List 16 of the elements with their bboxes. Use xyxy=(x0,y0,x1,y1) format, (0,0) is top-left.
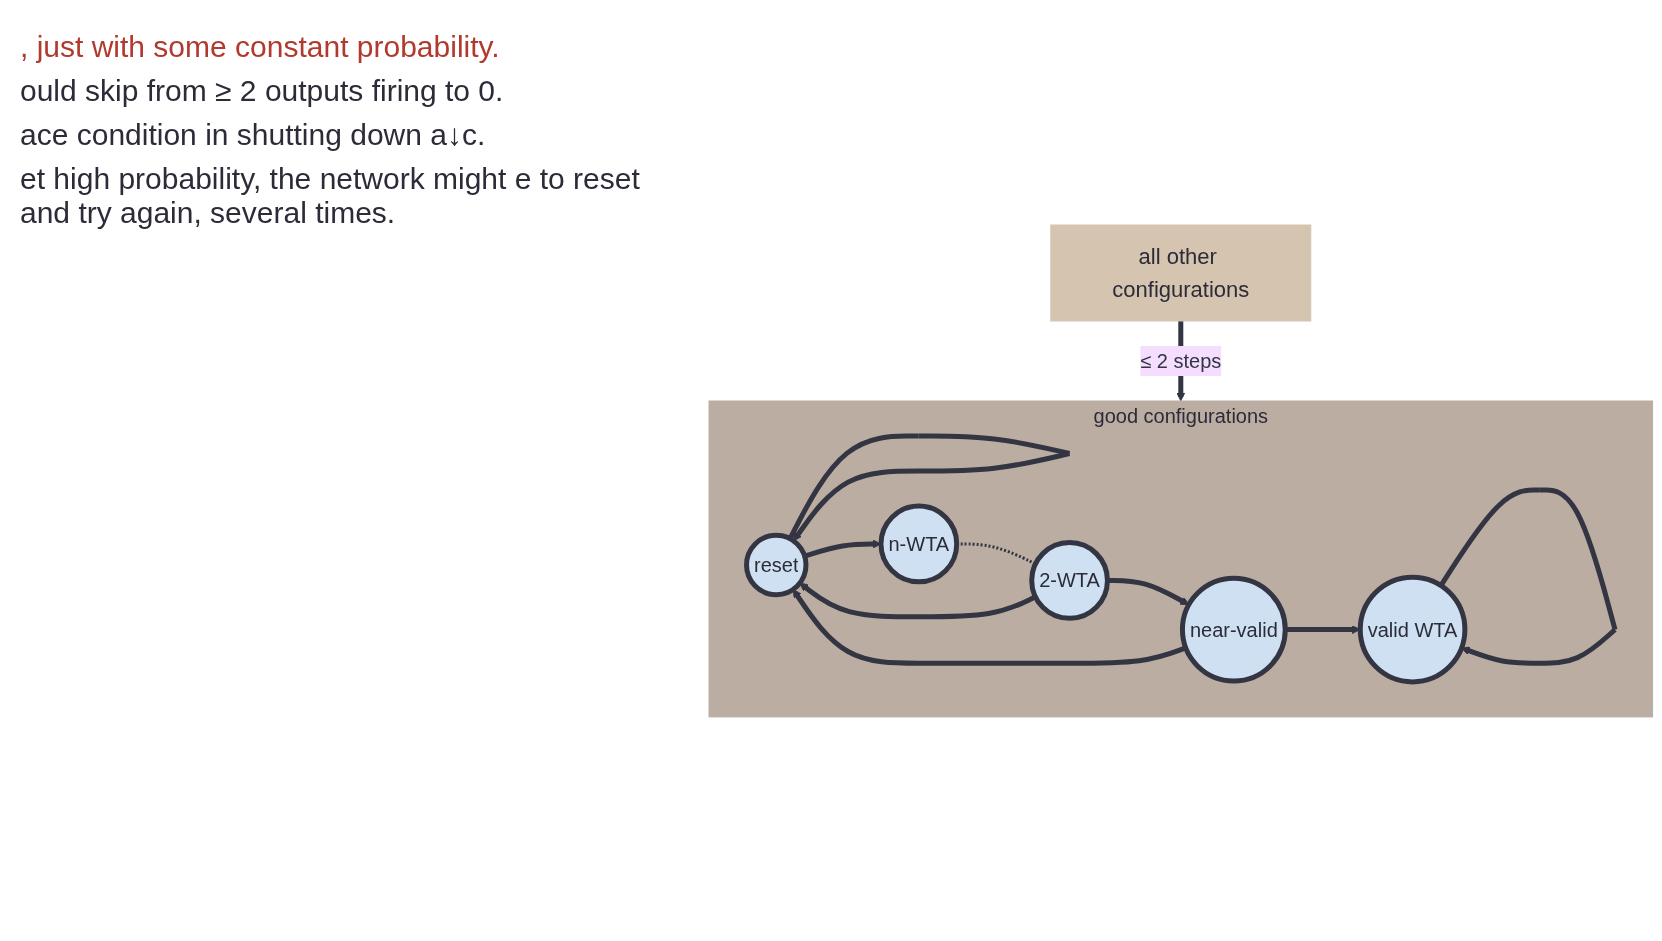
arrow xyxy=(1438,487,1618,666)
node-circle: 2-WTA xyxy=(1029,539,1111,621)
note-text: et high probability, the network might e to reset and try again, several times. xyxy=(20,162,641,230)
node-circle: reset xyxy=(744,532,809,597)
note-text: ace condition in shutting down a↓c. xyxy=(20,118,487,152)
edge-label: ≤ 2 steps xyxy=(1140,349,1222,372)
node-box: all other configurations xyxy=(1050,224,1312,322)
note-text: ould skip from ≥ 2 outputs firing to 0. xyxy=(20,74,505,108)
arrow xyxy=(788,433,1071,541)
arrow xyxy=(1285,624,1361,634)
arrow xyxy=(799,582,1037,619)
node-circle: near-valid xyxy=(1180,575,1288,684)
note-text: , just with some constant probability. xyxy=(20,30,501,64)
arrow xyxy=(792,588,1187,666)
node-circle: n-WTA xyxy=(878,503,960,584)
node-circle: valid WTA xyxy=(1357,574,1468,684)
